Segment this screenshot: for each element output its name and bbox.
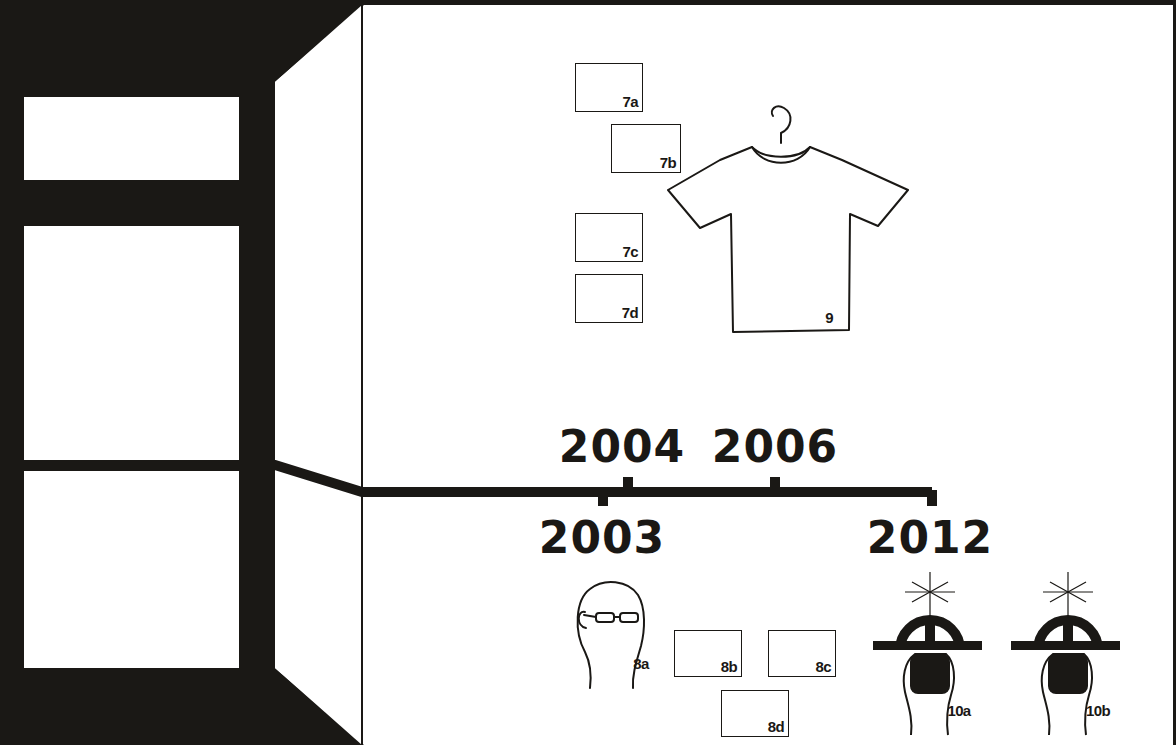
wall-corner	[361, 0, 363, 745]
year-label: 2003	[539, 515, 665, 561]
antenna	[1043, 572, 1093, 618]
callout-number: 8b	[721, 659, 737, 675]
callout-number: 10b	[1086, 703, 1110, 719]
antenna-post	[925, 616, 935, 644]
window-pane	[24, 226, 239, 460]
window-pane	[24, 97, 239, 180]
exhibit-frame: 8b	[674, 630, 742, 677]
timeline-tick	[927, 490, 937, 506]
shirt-collar	[752, 147, 810, 163]
callout-number: 7c	[623, 244, 639, 260]
exhibit-frame: 8d	[721, 690, 789, 737]
window-pane	[24, 471, 239, 668]
antenna-line	[1050, 582, 1086, 602]
head-outline	[904, 654, 954, 735]
year-label: 2004	[559, 424, 685, 470]
headset-head-illustration	[873, 572, 982, 735]
callout-number: 10a	[947, 703, 970, 719]
callout-number: 9	[825, 310, 833, 326]
callout-number: 7b	[660, 155, 676, 171]
exhibit-frame: 8c	[768, 630, 836, 677]
antenna-line	[912, 582, 948, 602]
year-label: 2006	[712, 424, 838, 470]
glasses-lens	[620, 613, 638, 622]
timeline-tick	[598, 490, 608, 506]
antenna-line	[1050, 582, 1086, 602]
exhibit-frame: 7b	[611, 124, 681, 173]
exhibit-frame: 7a	[575, 63, 643, 112]
shirt-outline	[668, 147, 908, 332]
head-glasses-illustration	[578, 582, 644, 688]
side-wall-dark	[0, 0, 364, 745]
timeline-tick	[770, 477, 780, 493]
shirt-illustration	[668, 106, 908, 332]
exhibit-frame: 7c	[575, 213, 643, 262]
antenna-line	[929, 572, 930, 618]
callout-number: 7a	[623, 94, 639, 110]
side-wall	[275, 5, 362, 745]
callout-number: 8a	[633, 656, 649, 672]
headset-head-illustration	[1011, 572, 1120, 735]
right-edge	[1173, 0, 1176, 745]
callout-number: 8d	[768, 719, 784, 735]
exhibit-frame: 7d	[575, 274, 643, 323]
glasses-lens	[596, 613, 614, 622]
antenna-line	[912, 582, 948, 602]
antenna-line	[1067, 572, 1068, 618]
callout-number: 8c	[816, 659, 832, 675]
headset-visor	[910, 654, 950, 694]
head-outline	[578, 582, 644, 688]
antenna	[905, 572, 955, 618]
hanger-hook	[772, 106, 791, 143]
glasses-bridge	[614, 616, 620, 618]
year-label: 2012	[867, 515, 993, 561]
headset-visor	[1048, 654, 1088, 694]
timeline-tick	[623, 477, 633, 493]
head-outline	[1042, 654, 1092, 735]
antenna-post	[1063, 616, 1073, 644]
callout-number: 7d	[622, 305, 638, 321]
glasses-temple	[584, 615, 596, 617]
